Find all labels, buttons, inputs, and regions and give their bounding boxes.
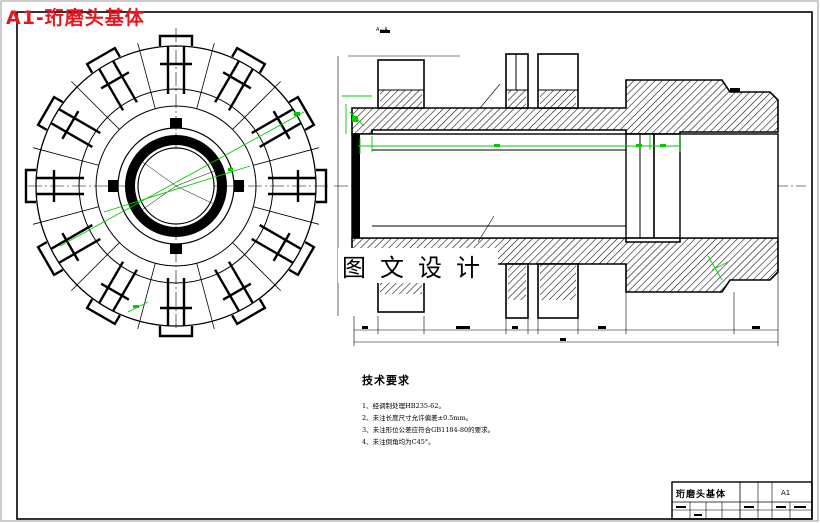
technical-requirements: 技术要求 1、经调制处理HB235-62。 2、未注长度尺寸允许偏差±0.5mm…: [362, 372, 494, 448]
tech-requirement-item: 1、经调制处理HB235-62。: [362, 402, 445, 410]
tech-requirements-title: 技术要求: [362, 374, 410, 387]
drawing-frame: [16, 11, 813, 520]
title-block-part-name: 珩磨头基体: [676, 490, 727, 500]
tech-requirement-item: 3、未注形位公差应符合GB1184-80的要求。: [362, 426, 495, 434]
drawing-title-banner: A1-珩磨头基体: [6, 7, 145, 29]
title-block-sheet-size: A1: [781, 489, 791, 497]
tech-requirement-item: 4、未注倒角均为C45°。: [362, 438, 435, 446]
section-label: A－A: [376, 27, 388, 33]
section-view: [334, 30, 806, 346]
end-view: [24, 28, 330, 338]
title-block: [671, 481, 813, 520]
tech-requirement-item: 2、未注长度尺寸允许偏差±0.5mm。: [362, 414, 473, 422]
watermark-text: 图文设计: [338, 248, 498, 283]
